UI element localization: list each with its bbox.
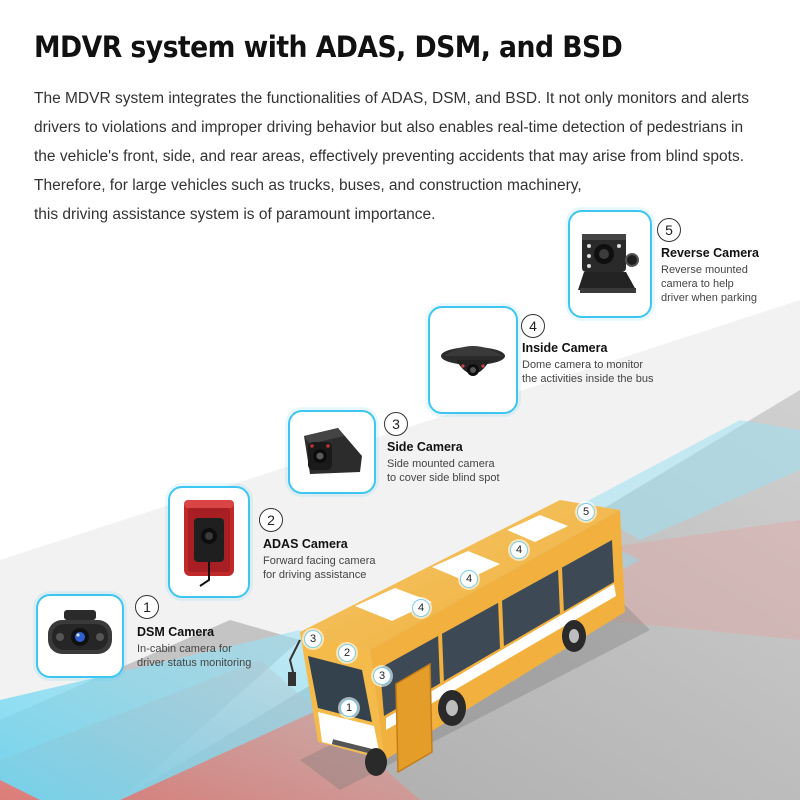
bus-wheel bbox=[365, 748, 387, 776]
dsm-camera-frame bbox=[36, 594, 124, 678]
bus-marker-side-right: 3 bbox=[373, 667, 391, 685]
intro-line: drivers to violations and improper drivi… bbox=[34, 119, 744, 136]
dome-camera-icon bbox=[441, 346, 505, 376]
blue-front-coverage bbox=[0, 630, 340, 800]
bus-side-windows bbox=[380, 540, 614, 716]
bus-marker-dsm: 1 bbox=[340, 699, 358, 717]
reverse-camera-icon bbox=[578, 234, 639, 293]
side-camera-name: Side Camera bbox=[387, 440, 463, 454]
inside-camera-name: Inside Camera bbox=[522, 341, 608, 355]
inside-camera-description: Dome camera to monitor the activities in… bbox=[522, 359, 654, 385]
intro-line: this driving assistance system is of par… bbox=[34, 206, 436, 223]
side-camera-icon bbox=[304, 428, 362, 474]
bus-marker-side-left: 3 bbox=[304, 630, 322, 648]
bus-marker-inside: 4 bbox=[510, 541, 528, 559]
side-camera-description: Side mounted camera to cover side blind … bbox=[387, 458, 500, 484]
intro-line: Therefore, for large vehicles such as tr… bbox=[34, 177, 582, 194]
dsm-camera-icon bbox=[48, 610, 112, 654]
camera-number-3: 3 bbox=[384, 412, 408, 436]
adas-camera-description: Forward facing camera for driving assist… bbox=[263, 555, 376, 581]
adas-camera-frame bbox=[168, 486, 250, 598]
camera-number-2: 2 bbox=[259, 508, 283, 532]
adas-camera-icon bbox=[184, 500, 234, 587]
intro-line: The MDVR system integrates the functiona… bbox=[34, 90, 750, 107]
dsm-camera-description: In-cabin camera for driver status monito… bbox=[137, 643, 252, 669]
roof-hatch bbox=[507, 515, 568, 542]
reverse-camera-name: Reverse Camera bbox=[661, 246, 759, 260]
reverse-camera-frame bbox=[568, 210, 652, 318]
reverse-camera-description: Reverse mounted camera to help driver wh… bbox=[661, 264, 757, 304]
bus-marker-reverse: 5 bbox=[577, 503, 595, 521]
camera-number-4: 4 bbox=[521, 314, 545, 338]
roof-hatch bbox=[432, 551, 500, 581]
camera-number-5: 5 bbox=[657, 218, 681, 242]
bus-door bbox=[395, 662, 433, 774]
bus-marker-inside: 4 bbox=[412, 599, 430, 617]
blue-rear-coverage bbox=[580, 420, 800, 540]
intro-paragraph: The MDVR system integrates the functiona… bbox=[34, 84, 784, 229]
page-title: MDVR system with ADAS, DSM, and BSD bbox=[34, 30, 623, 64]
dome-camera-frame bbox=[428, 306, 518, 414]
intro-line: the vehicle's front, side, and rear area… bbox=[34, 148, 745, 165]
adas-camera-name: ADAS Camera bbox=[263, 537, 348, 551]
dsm-camera-name: DSM Camera bbox=[137, 625, 215, 639]
camera-number-1: 1 bbox=[135, 595, 159, 619]
roof-hatch bbox=[355, 588, 432, 621]
bus-marker-inside: 4 bbox=[460, 570, 478, 588]
bus-marker-adas: 2 bbox=[338, 644, 356, 662]
side-camera-frame bbox=[288, 410, 376, 494]
